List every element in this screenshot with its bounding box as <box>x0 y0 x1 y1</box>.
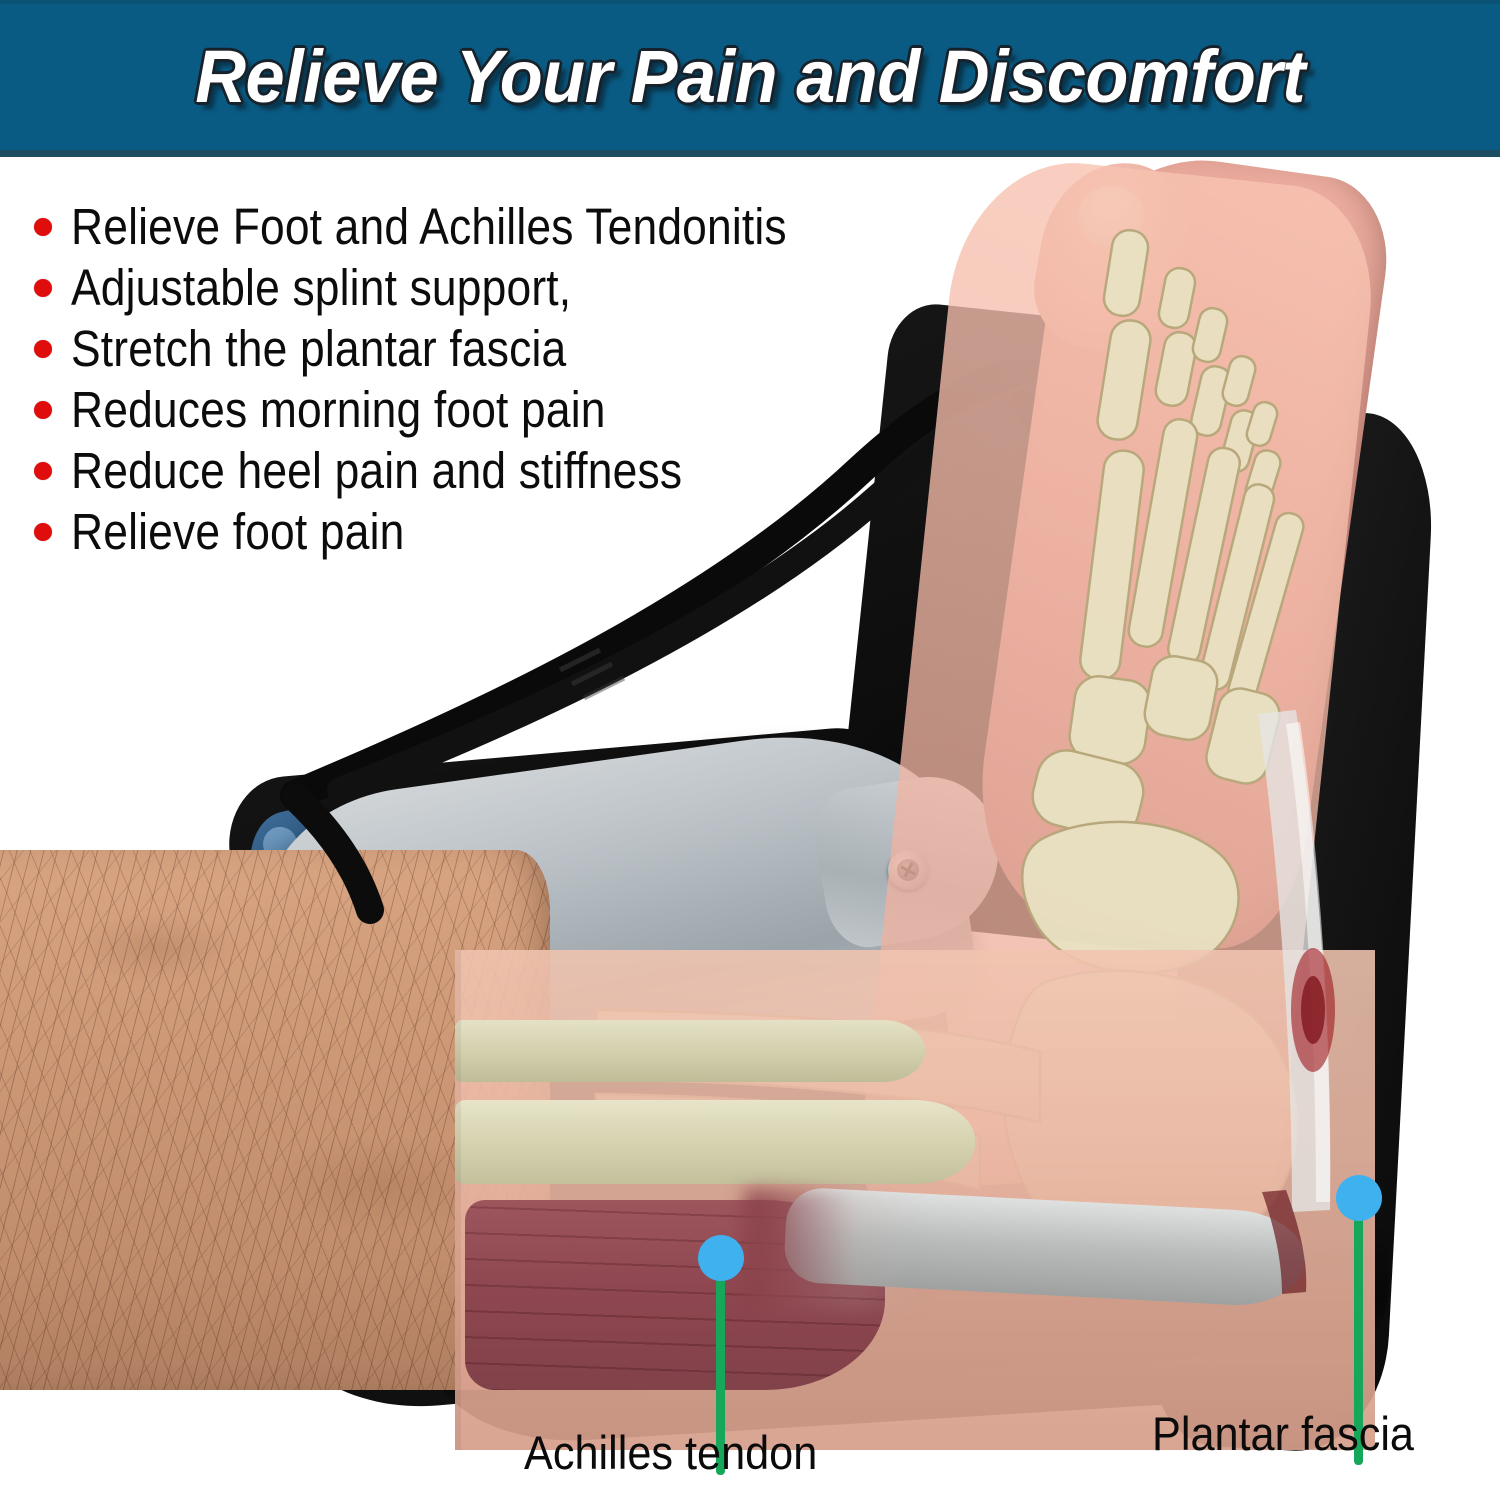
list-item: Adjustable splint support, <box>34 257 864 318</box>
achilles-callout-marker[interactable] <box>698 1235 744 1281</box>
list-item: Relieve Foot and Achilles Tendonitis <box>34 196 864 257</box>
plantar-fascia-callout-marker[interactable] <box>1336 1175 1382 1221</box>
cutaway-edge <box>455 950 461 1450</box>
feature-label: Adjustable splint support, <box>71 258 572 316</box>
muscle-tendon-transition <box>745 1190 925 1310</box>
bullet-icon <box>34 400 52 419</box>
bullet-icon <box>34 461 52 480</box>
bullet-icon <box>34 278 52 297</box>
page-title: Relieve Your Pain and Discomfort <box>195 35 1305 118</box>
bullet-icon <box>34 522 52 541</box>
bullet-icon <box>34 339 52 358</box>
tibia-bone <box>455 1100 975 1184</box>
fibula-bone <box>455 1020 925 1082</box>
achilles-callout-leader <box>716 1250 725 1475</box>
bullet-icon <box>34 217 52 236</box>
plantar-fascia-label: Plantar fascia <box>1152 1407 1414 1460</box>
anatomy-cutaway-overlay <box>455 950 1375 1450</box>
banner-underline <box>0 150 1500 157</box>
product-photo <box>0 140 1500 1500</box>
feature-label: Relieve Foot and Achilles Tendonitis <box>71 197 787 255</box>
plantar-fascia-callout-leader <box>1354 1190 1363 1465</box>
plantar-fascia-illustration <box>1258 710 1335 1294</box>
achilles-tendon-label: Achilles tendon <box>524 1426 818 1479</box>
header-banner: Relieve Your Pain and Discomfort <box>0 0 1500 150</box>
